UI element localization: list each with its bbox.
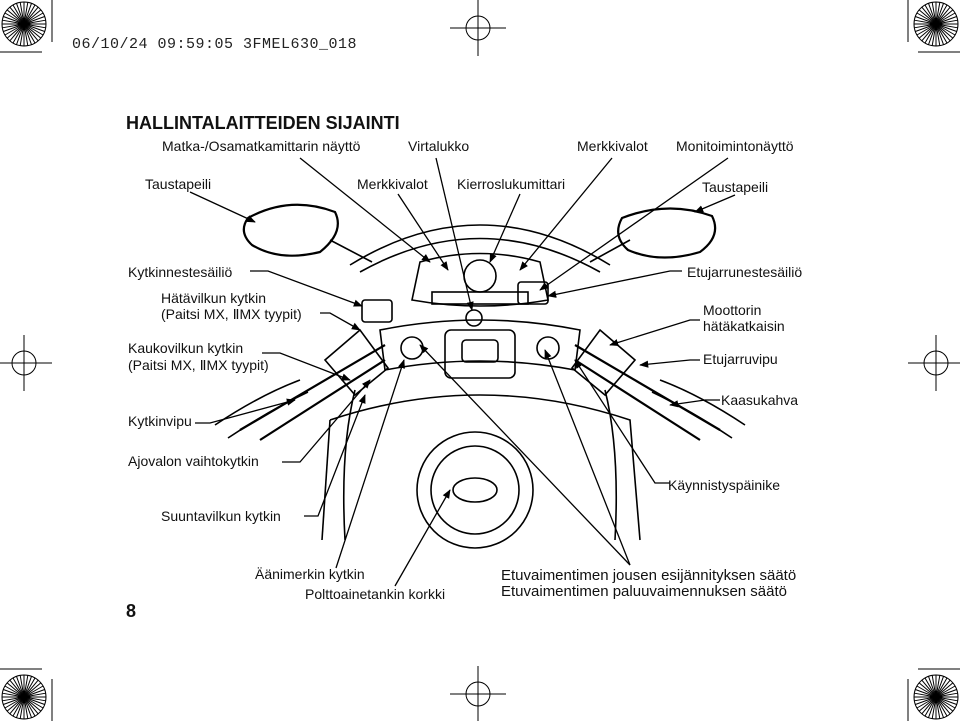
label-starter: Käynnistyspäinike [668, 477, 781, 493]
label-indicators-right: Merkkivalot [577, 138, 648, 154]
label-horn: Äänimerkin kytkin [255, 566, 365, 582]
label-mirror-right: Taustapeili [702, 179, 769, 195]
label-hazard-line1: Hätävilkun kytkin [161, 290, 267, 306]
page-title: HALLINTALAITTEIDEN SIJAINTI [126, 113, 400, 133]
label-clutch-lever: Kytkinvipu [128, 413, 192, 429]
label-fork-preload: Etuvaimentimen jousen esijännityksen sää… [501, 567, 797, 584]
label-mirror-left: Taustapeili [145, 176, 212, 192]
page-number: 8 [126, 601, 137, 621]
label-ignition: Virtalukko [408, 138, 470, 154]
motorcycle-body [214, 203, 746, 549]
label-hazard-line2: (Paitsi MX, ⅡMX tyypit) [161, 306, 302, 322]
label-brake-reservoir: Etujarrunestesäiliö [687, 264, 803, 280]
label-passing-line1: Kaukovilkun kytkin [128, 340, 244, 356]
label-fork-rebound: Etuvaimentimen paluuvaimennuksen säätö [501, 583, 788, 600]
print-stamp: 06/10/24 09:59:05 3FMEL630_018 [72, 36, 358, 53]
label-passing-line2: (Paitsi MX, ⅡMX tyypit) [128, 357, 269, 373]
label-multi-display: Monitoimintonäyttö [676, 138, 794, 154]
label-indicators-left: Merkkivalot [357, 176, 428, 192]
label-turn-signal: Suuntavilkun kytkin [161, 508, 281, 524]
label-throttle: Kaasukahva [721, 392, 799, 408]
label-fuel-cap: Polttoainetankin korkki [305, 586, 446, 602]
label-kill-line1: Moottorin [703, 302, 762, 318]
leader-lines [189, 157, 736, 587]
label-brake-lever: Etujarruvipu [703, 351, 778, 367]
label-tachometer: Kierroslukumittari [457, 176, 566, 192]
label-kill-line2: hätäkatkaisin [703, 318, 785, 334]
label-headlight-switch: Ajovalon vaihtokytkin [128, 453, 259, 469]
label-clutch-reservoir: Kytkinnestesäiliö [128, 264, 233, 280]
label-trip-display: Matka-/Osamatkamittarin näyttö [162, 138, 361, 154]
